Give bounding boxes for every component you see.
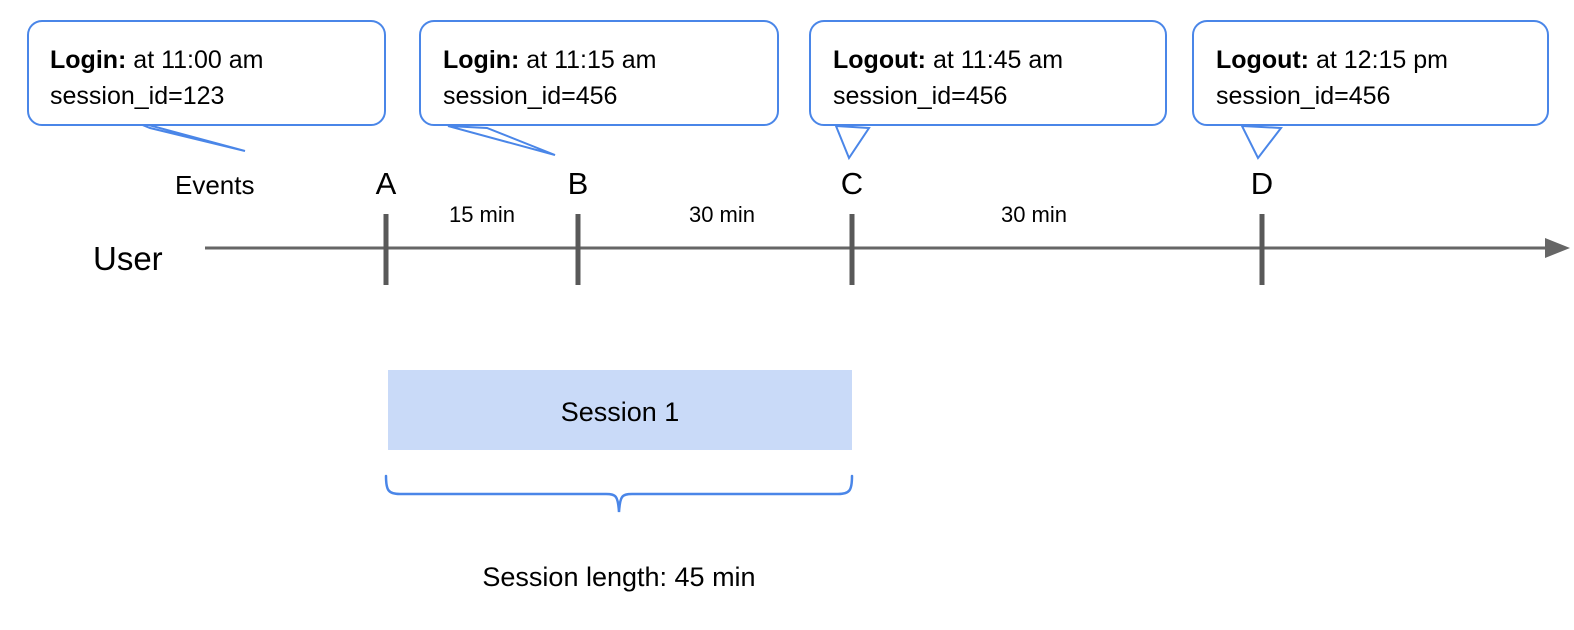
callout-line2-b: session_id=456 [443, 82, 617, 110]
event-letter-c: C [841, 166, 863, 201]
event-marker-b[interactable]: B [568, 166, 589, 285]
callout-box-d [1192, 20, 1549, 126]
callout-line1-d: Logout: at 12:15 pm [1216, 46, 1448, 74]
callout-time-d: at 12:15 pm [1309, 46, 1448, 74]
event-marker-c[interactable]: C [841, 166, 863, 285]
interval-label-c-d: 30 min [1001, 202, 1067, 227]
callout-lead-d: Logout: [1216, 46, 1309, 74]
callout-line1-b: Login: at 11:15 am [443, 46, 656, 74]
callout-login-a[interactable]: Login: at 11:00 am session_id=123 [27, 20, 386, 152]
event-letter-a: A [376, 166, 397, 201]
interval-label-a-b: 15 min [449, 202, 515, 227]
event-letter-d: D [1251, 166, 1273, 201]
callout-tail-c [834, 124, 871, 161]
session-bar-rect [388, 370, 852, 450]
callout-tail-d [1240, 124, 1283, 160]
callout-login-b[interactable]: Login: at 11:15 am session_id=456 [419, 20, 779, 156]
callout-time-c: at 11:45 am [926, 46, 1063, 74]
callout-box-b [419, 20, 779, 126]
session-bar-label: Session 1 [561, 397, 680, 427]
callout-line1-c: Logout: at 11:45 am [833, 46, 1063, 74]
event-letter-b: B [568, 166, 589, 201]
session-length-caption: Session length: 45 min [482, 562, 755, 592]
callout-time-a: at 11:00 am [126, 46, 263, 74]
callout-time-b: at 11:15 am [519, 46, 656, 74]
callout-box-c [809, 20, 1167, 126]
callout-logout-d[interactable]: Logout: at 12:15 pm session_id=456 [1192, 20, 1549, 160]
callout-line2-a: session_id=123 [50, 82, 224, 110]
callout-lead-a: Login: [50, 46, 126, 74]
callout-lead-c: Logout: [833, 46, 926, 74]
callout-tail-b [447, 125, 556, 156]
callout-logout-c[interactable]: Logout: at 11:45 am session_id=456 [809, 20, 1167, 161]
callout-line2-c: session_id=456 [833, 82, 1007, 110]
interval-label-b-c: 30 min [689, 202, 755, 227]
event-marker-d[interactable]: D [1251, 166, 1273, 285]
events-row-label: Events [175, 170, 255, 200]
callout-box-a [27, 20, 386, 126]
session-bar-1[interactable]: Session 1 [388, 370, 852, 450]
callout-line2-d: session_id=456 [1216, 82, 1390, 110]
user-row-label: User [93, 240, 163, 277]
timeline-axis [205, 238, 1570, 258]
session-length-brace [384, 474, 854, 513]
callout-lead-b: Login: [443, 46, 519, 74]
event-marker-a[interactable]: A [376, 166, 397, 285]
callout-line1-a: Login: at 11:00 am [50, 46, 263, 74]
axis-arrow-icon [1545, 238, 1570, 258]
